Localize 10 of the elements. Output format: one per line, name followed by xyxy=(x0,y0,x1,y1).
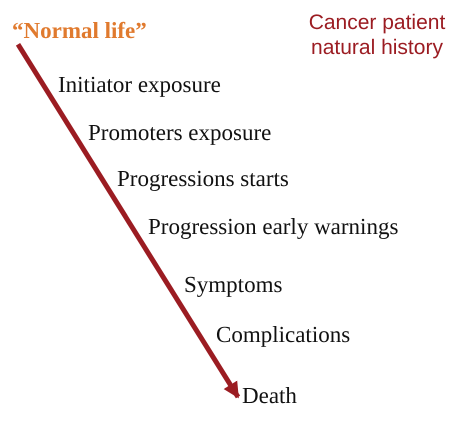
stage-label: Promoters exposure xyxy=(88,120,272,146)
diagram-title: Cancer patient natural history xyxy=(308,10,446,60)
stage-label: Initiator exposure xyxy=(58,72,221,98)
stage-label: Progressions starts xyxy=(117,166,289,192)
stage-label: Complications xyxy=(216,322,350,348)
start-label: “Normal life” xyxy=(12,18,147,44)
stage-label: Progression early warnings xyxy=(148,214,398,240)
arrow xyxy=(16,42,240,398)
end-label: Death xyxy=(242,383,297,408)
stage-label: Symptoms xyxy=(184,272,282,298)
